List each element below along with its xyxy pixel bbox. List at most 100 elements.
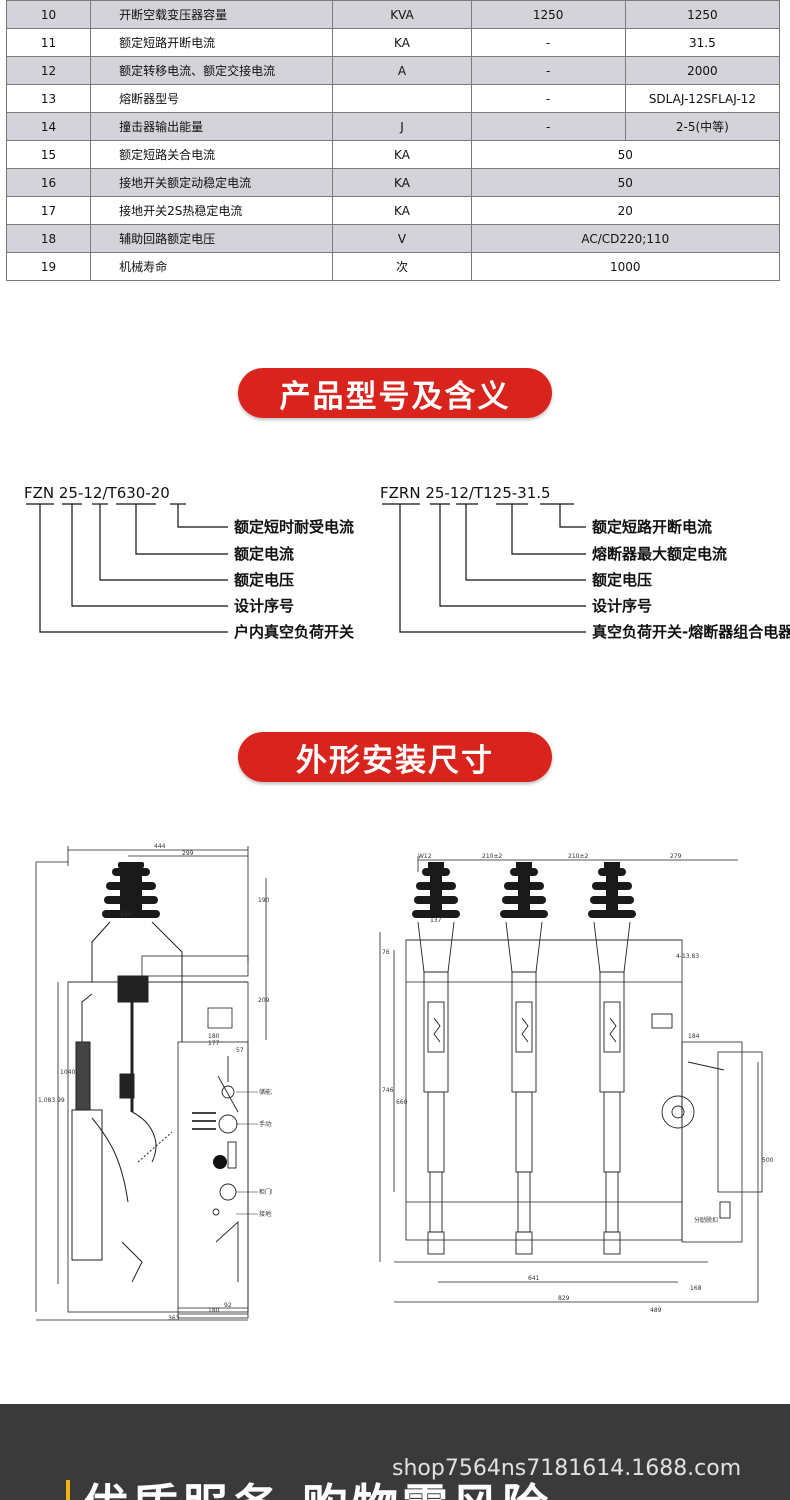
row-value-2: SDLAJ-12SFLAJ-12 bbox=[624, 84, 781, 113]
row-unit: KA bbox=[332, 28, 472, 57]
row-number: 15 bbox=[5, 140, 92, 169]
row-name: 开断空载变压器容量 bbox=[90, 0, 334, 29]
dim-label: 641 bbox=[528, 1275, 540, 1282]
row-value-2: 2000 bbox=[624, 56, 781, 85]
table-row: 18 辅助回路额定电压 V AC/CD220;110 bbox=[5, 224, 781, 253]
dim-label: 210±2 bbox=[482, 853, 502, 860]
dim-label: 209 bbox=[258, 997, 270, 1004]
dim-label: 180 bbox=[208, 1307, 220, 1314]
row-number: 12 bbox=[5, 56, 92, 85]
dim-label: 746 bbox=[382, 1087, 394, 1094]
table-row: 19 机械寿命 次 1000 bbox=[5, 252, 781, 281]
row-number: 13 bbox=[5, 84, 92, 113]
model-left-leaders bbox=[39, 504, 228, 633]
section-title-dimensions: 外形安装尺寸 bbox=[238, 732, 552, 782]
row-value-1: 1250 bbox=[470, 0, 626, 29]
model-right-meaning: 熔断器最大额定电流 bbox=[592, 545, 727, 563]
dim-label: 363 bbox=[168, 1315, 180, 1322]
row-number: 19 bbox=[5, 252, 92, 281]
row-value-1: - bbox=[470, 56, 626, 85]
row-unit: KA bbox=[332, 140, 472, 169]
dim-label: 180 bbox=[208, 1033, 220, 1040]
dim-label: 210±2 bbox=[568, 853, 588, 860]
row-name: 机械寿命 bbox=[90, 252, 334, 281]
dim-label: 76 bbox=[382, 949, 390, 956]
side-view-drawing: 444 299 180 177 57 184 190 209 1040 1,08… bbox=[35, 843, 272, 1322]
dim-label: 829 bbox=[558, 1295, 570, 1302]
table-row: 15 额定短路关合电流 KA 50 bbox=[5, 140, 781, 169]
dim-label: 500 bbox=[762, 1157, 774, 1164]
row-value-merged: 50 bbox=[470, 140, 781, 169]
row-number: 10 bbox=[5, 0, 92, 29]
pole-1 bbox=[412, 862, 460, 1255]
dim-label: 489 bbox=[650, 1307, 662, 1314]
model-left-meaning: 额定电流 bbox=[234, 545, 294, 563]
model-left-meaning: 额定电压 bbox=[234, 571, 294, 589]
model-left-meaning: 额定短时耐受电流 bbox=[234, 518, 354, 536]
pole-3 bbox=[588, 862, 636, 1255]
model-code-right: FZRN 25-12/T125-31.5 bbox=[380, 484, 551, 502]
table-row: 16 接地开关额定动稳定电流 KA 50 bbox=[5, 168, 781, 197]
dim-label: 184 bbox=[688, 1033, 700, 1040]
callout-label: 储能及合闸 bbox=[259, 1088, 272, 1096]
row-name: 额定短路关合电流 bbox=[90, 140, 334, 169]
pole-2 bbox=[500, 862, 548, 1255]
front-view-drawing: W12 210±2 210±2 279 137 4-13.83 184 746 … bbox=[379, 853, 774, 1314]
row-name: 辅助回路额定电压 bbox=[90, 224, 334, 253]
dim-label: 168 bbox=[690, 1285, 702, 1292]
row-name: 接地开关2S热稳定电流 bbox=[90, 196, 334, 225]
row-unit: KA bbox=[332, 196, 472, 225]
footer-banner: 优质服务 购物零风险 shop7564ns7181614.1688.com bbox=[0, 1404, 790, 1500]
dim-label: 190 bbox=[258, 897, 270, 904]
row-value-1: - bbox=[470, 28, 626, 57]
row-number: 17 bbox=[5, 196, 92, 225]
model-right-meaning: 额定短路开断电流 bbox=[592, 518, 712, 536]
dim-label: 177 bbox=[208, 1040, 220, 1047]
callout-label: 分励脱扣 bbox=[694, 1216, 718, 1224]
insulator-stack bbox=[102, 862, 160, 918]
row-value-merged: AC/CD220;110 bbox=[470, 224, 781, 253]
model-left-meaning: 设计序号 bbox=[234, 597, 294, 615]
dim-label: 4-13.83 bbox=[676, 953, 699, 960]
row-value-2: 1250 bbox=[624, 0, 781, 29]
row-number: 11 bbox=[5, 28, 92, 57]
row-unit: A bbox=[332, 56, 472, 85]
dim-label: 137 bbox=[430, 917, 442, 924]
table-row: 10 开断空载变压器容量 KVA 1250 1250 bbox=[5, 0, 781, 29]
dim-label: W12 bbox=[418, 853, 432, 860]
dim-label: 1,083.99 bbox=[38, 1097, 65, 1104]
callout-label: 柜门联锁 bbox=[259, 1188, 272, 1196]
row-name: 接地开关额定动稳定电流 bbox=[90, 168, 334, 197]
shop-watermark: shop7564ns7181614.1688.com bbox=[392, 1456, 742, 1481]
dim-label: 1040 bbox=[60, 1069, 75, 1076]
row-unit bbox=[332, 84, 472, 113]
callout-label: 手动分闸 bbox=[259, 1120, 272, 1128]
model-right-meaning: 额定电压 bbox=[592, 571, 652, 589]
row-unit: KA bbox=[332, 168, 472, 197]
model-right-meaning: 设计序号 bbox=[592, 597, 652, 615]
dim-label: 92 bbox=[224, 1302, 232, 1309]
table-row: 11 额定短路开断电流 KA - 31.5 bbox=[5, 28, 781, 57]
table-row: 17 接地开关2S热稳定电流 KA 20 bbox=[5, 196, 781, 225]
dim-label: 299 bbox=[182, 850, 194, 857]
row-number: 14 bbox=[5, 112, 92, 141]
row-value-1: - bbox=[470, 112, 626, 141]
dim-label: 57 bbox=[236, 1047, 244, 1054]
row-unit: V bbox=[332, 224, 472, 253]
model-code-left: FZN 25-12/T630-20 bbox=[24, 484, 170, 502]
row-unit: J bbox=[332, 112, 472, 141]
section-title-model: 产品型号及含义 bbox=[238, 368, 552, 418]
footer-accent-bar bbox=[66, 1480, 70, 1500]
table-row: 14 撞击器输出能量 J - 2-5(中等) bbox=[5, 112, 781, 141]
row-number: 16 bbox=[5, 168, 92, 197]
row-name: 额定短路开断电流 bbox=[90, 28, 334, 57]
row-unit: 次 bbox=[332, 252, 472, 281]
row-value-merged: 50 bbox=[470, 168, 781, 197]
dim-label: 279 bbox=[670, 853, 682, 860]
model-right-meaning: 真空负荷开关-熔断器组合电器 bbox=[592, 623, 790, 641]
dim-label: 444 bbox=[154, 843, 166, 850]
row-value-2: 2-5(中等) bbox=[624, 112, 781, 141]
table-row: 12 额定转移电流、额定交接电流 A - 2000 bbox=[5, 56, 781, 85]
footer-slogan: 优质服务 购物零风险 bbox=[82, 1470, 552, 1500]
row-value-1: - bbox=[470, 84, 626, 113]
